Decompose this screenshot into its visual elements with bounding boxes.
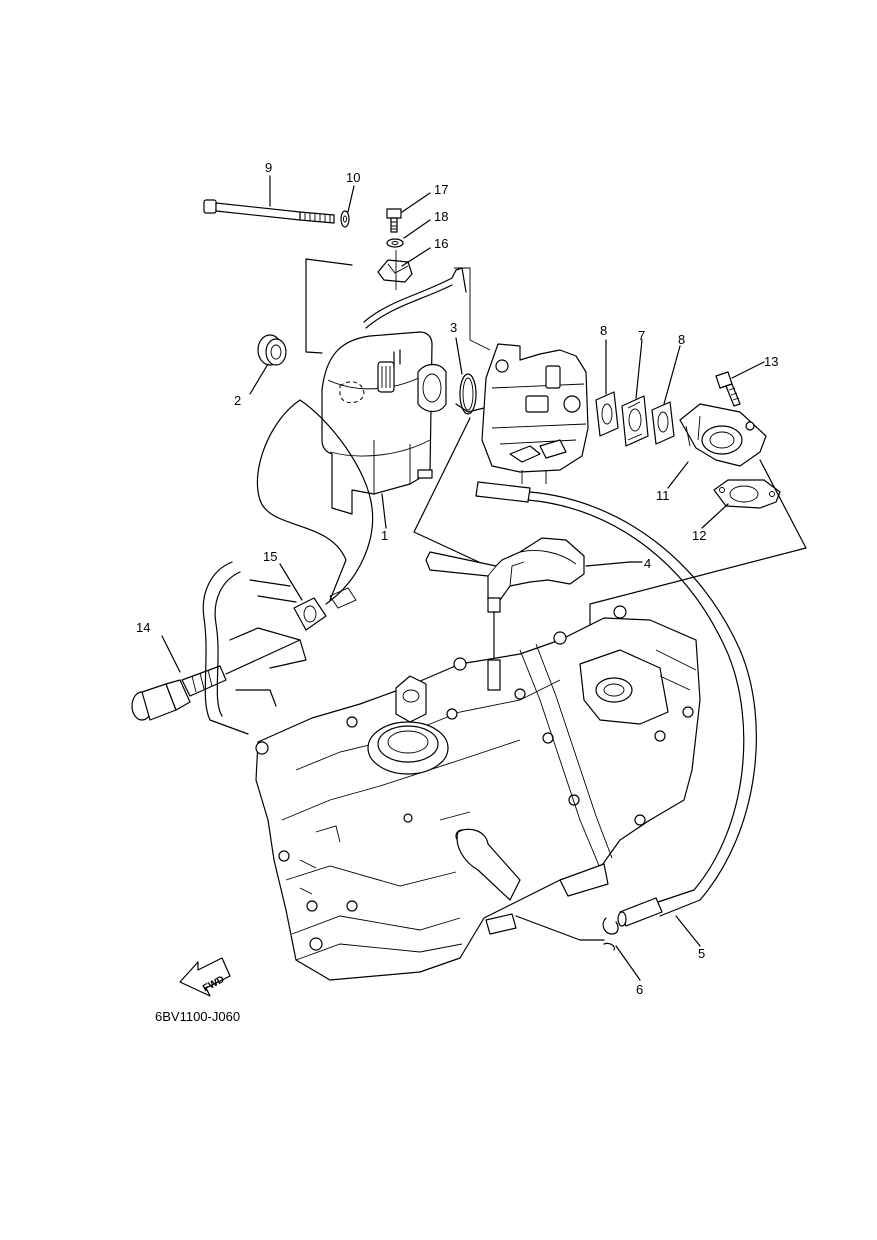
fuel-hose-part xyxy=(475,481,757,927)
air-silencer-part xyxy=(321,331,447,515)
forward-direction-arrow: FWD xyxy=(179,957,231,997)
manifold-gasket-part xyxy=(713,479,781,509)
callout-17: 17 xyxy=(434,182,448,197)
callout-10: 10 xyxy=(346,170,360,185)
fuel-hose-joint-part xyxy=(425,537,585,613)
choke-cable xyxy=(363,267,467,323)
callout-7: 7 xyxy=(638,328,645,343)
flange-bolt-part xyxy=(715,371,741,407)
callout-labels: 1 2 3 4 5 6 7 8 8 9 10 11 12 13 14 15 16… xyxy=(136,160,778,997)
callout-2: 2 xyxy=(234,393,241,408)
manifold-alignment-line xyxy=(589,459,807,639)
callout-leaders xyxy=(161,175,765,981)
long-bolt-part xyxy=(203,199,335,224)
callout-9: 9 xyxy=(265,160,272,175)
callout-1: 1 xyxy=(381,528,388,543)
bolt-alignment-line xyxy=(305,258,353,354)
callout-8-left: 8 xyxy=(600,323,607,338)
callout-8-right: 8 xyxy=(678,332,685,347)
cable-grommet-part xyxy=(293,597,327,631)
washer-part xyxy=(340,210,350,228)
callout-6: 6 xyxy=(636,982,643,997)
choke-knob-part xyxy=(131,639,301,721)
callout-14: 14 xyxy=(136,620,150,635)
cable-clip-part xyxy=(377,250,413,290)
callout-16: 16 xyxy=(434,236,448,251)
intake-manifold-part xyxy=(679,403,767,467)
silencer-alignment-line xyxy=(413,417,497,571)
gasket-part-right xyxy=(651,401,675,445)
small-washer-part xyxy=(386,238,404,248)
carburetor-part xyxy=(454,267,589,484)
callout-5: 5 xyxy=(698,946,705,961)
callout-11: 11 xyxy=(656,488,670,503)
callout-18: 18 xyxy=(434,209,448,224)
o-ring-part xyxy=(459,373,477,415)
leader-4 xyxy=(585,561,631,567)
bottom-cowling-outline xyxy=(202,561,307,735)
engine-block-part xyxy=(255,605,701,981)
insulator-part xyxy=(621,395,649,447)
gasket-part-left xyxy=(595,391,619,437)
drawing-code: 6BV1100-J060 xyxy=(155,1009,240,1024)
callout-12: 12 xyxy=(692,528,706,543)
small-screw-part xyxy=(386,208,402,233)
callout-3: 3 xyxy=(450,320,457,335)
callout-4: 4 xyxy=(644,556,651,571)
callout-15: 15 xyxy=(263,549,277,564)
choke-cable-route xyxy=(256,399,374,605)
callout-13: 13 xyxy=(764,354,778,369)
hose-clip-part xyxy=(602,917,619,951)
grommet-part xyxy=(257,334,287,366)
